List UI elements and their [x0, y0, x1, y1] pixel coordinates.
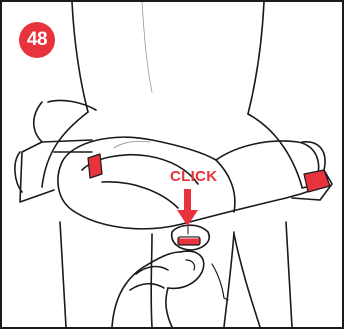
step-number-badge: 48: [19, 22, 55, 58]
click-callout-label: CLICK: [170, 168, 217, 185]
hand: [112, 251, 228, 327]
seat-back: [42, 2, 302, 327]
left-red-marker: [88, 154, 102, 178]
seat-belt-illustration: [2, 2, 342, 327]
